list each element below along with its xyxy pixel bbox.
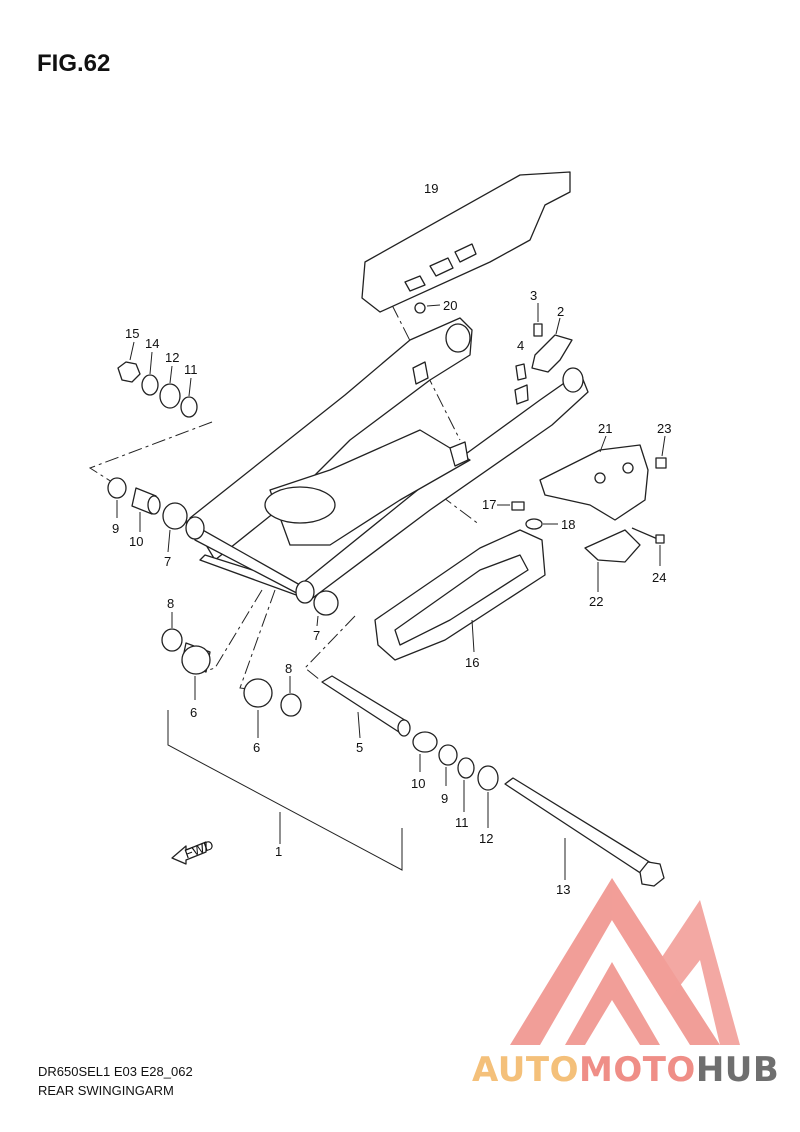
callout-labels: 19 20 3 2 4 15 14 12 11 21 23 17 18 9 10…: [112, 181, 671, 897]
callout-5: 5: [356, 740, 363, 755]
seal-part-9-upper: [107, 477, 127, 518]
bearing-part-6-left: [181, 642, 211, 700]
fwd-arrow-label: FWD: [183, 837, 216, 861]
washer-part-12-upper: [159, 365, 181, 409]
figure-title: FIG.62: [37, 50, 111, 77]
washer-part-18: [525, 518, 558, 530]
bearing-part-7-lower: [313, 590, 339, 627]
callout-10a: 10: [129, 534, 143, 549]
callout-11a: 11: [184, 362, 198, 377]
bearing-part-7-upper: [162, 502, 188, 553]
chain-buffer-part-16: [374, 529, 546, 661]
washer-part-12-lower: [477, 765, 499, 828]
screw-part-20: [414, 302, 441, 314]
callout-7a: 7: [164, 554, 171, 569]
callout-12b: 12: [479, 831, 493, 846]
callout-12a: 12: [165, 350, 179, 365]
callout-4: 4: [517, 338, 524, 353]
fwd-arrow-icon: FWD: [171, 837, 216, 865]
washer-part-11-upper: [180, 377, 198, 418]
watermark-hub: HUB: [695, 1050, 780, 1090]
watermark-moto: MOTO: [578, 1050, 696, 1090]
callout-17: 17: [482, 497, 496, 512]
callout-14: 14: [145, 336, 159, 351]
callout-6b: 6: [253, 740, 260, 755]
inner-pipe-part-5: [321, 675, 411, 739]
seal-part-9-lower: [438, 744, 458, 786]
callout-19: 19: [424, 181, 438, 196]
callout-7b: 7: [313, 628, 320, 643]
bracket-part-21: [539, 435, 649, 521]
guide-part-22: [584, 529, 641, 592]
spacer-part-10-lower: [412, 731, 438, 772]
nut-part-15: [117, 341, 141, 383]
callout-24: 24: [652, 570, 666, 585]
watermark-logo: [510, 878, 740, 1045]
swingarm-part-1: [184, 317, 589, 604]
callout-21: 21: [598, 421, 612, 436]
model-code: DR650SEL1 E03 E28_062: [38, 1064, 193, 1079]
bolt-part-23: [655, 435, 667, 469]
callout-1: 1: [275, 844, 282, 859]
spacer-part-10-upper: [131, 487, 161, 532]
bearing-part-6-right: [243, 678, 273, 738]
watermark-brand: AUTOMOTOHUB: [472, 1050, 779, 1090]
callout-6a: 6: [190, 705, 197, 720]
callout-13: 13: [556, 882, 570, 897]
bolt-part-24: [631, 527, 665, 566]
bolt-part-3: [533, 303, 543, 337]
callout-2: 2: [557, 304, 564, 319]
callout-10b: 10: [411, 776, 425, 791]
chain-guard-part-19: [361, 171, 571, 313]
assembly-bracket-part-1: [167, 710, 403, 871]
callout-8a: 8: [167, 596, 174, 611]
callout-15: 15: [125, 326, 139, 341]
washer-part-14: [141, 351, 159, 396]
callout-23: 23: [657, 421, 671, 436]
callout-22: 22: [589, 594, 603, 609]
callout-11b: 11: [455, 815, 469, 830]
callout-18: 18: [561, 517, 575, 532]
screw-part-4: [515, 363, 527, 381]
bracket-part-2: [531, 317, 573, 373]
diagram-caption: REAR SWINGINGARM: [38, 1083, 174, 1098]
watermark-auto: AUTO: [472, 1050, 579, 1090]
washer-part-11-lower: [457, 757, 475, 812]
callout-8b: 8: [285, 661, 292, 676]
callout-20: 20: [443, 298, 457, 313]
callout-9a: 9: [112, 521, 119, 536]
callout-16: 16: [465, 655, 479, 670]
callout-9b: 9: [441, 791, 448, 806]
pivot-shaft-part-13: [504, 777, 665, 887]
seal-part-8-right: [280, 676, 302, 717]
seal-part-8-left: [161, 612, 183, 652]
bolt-part-17: [497, 501, 525, 511]
callout-3: 3: [530, 288, 537, 303]
